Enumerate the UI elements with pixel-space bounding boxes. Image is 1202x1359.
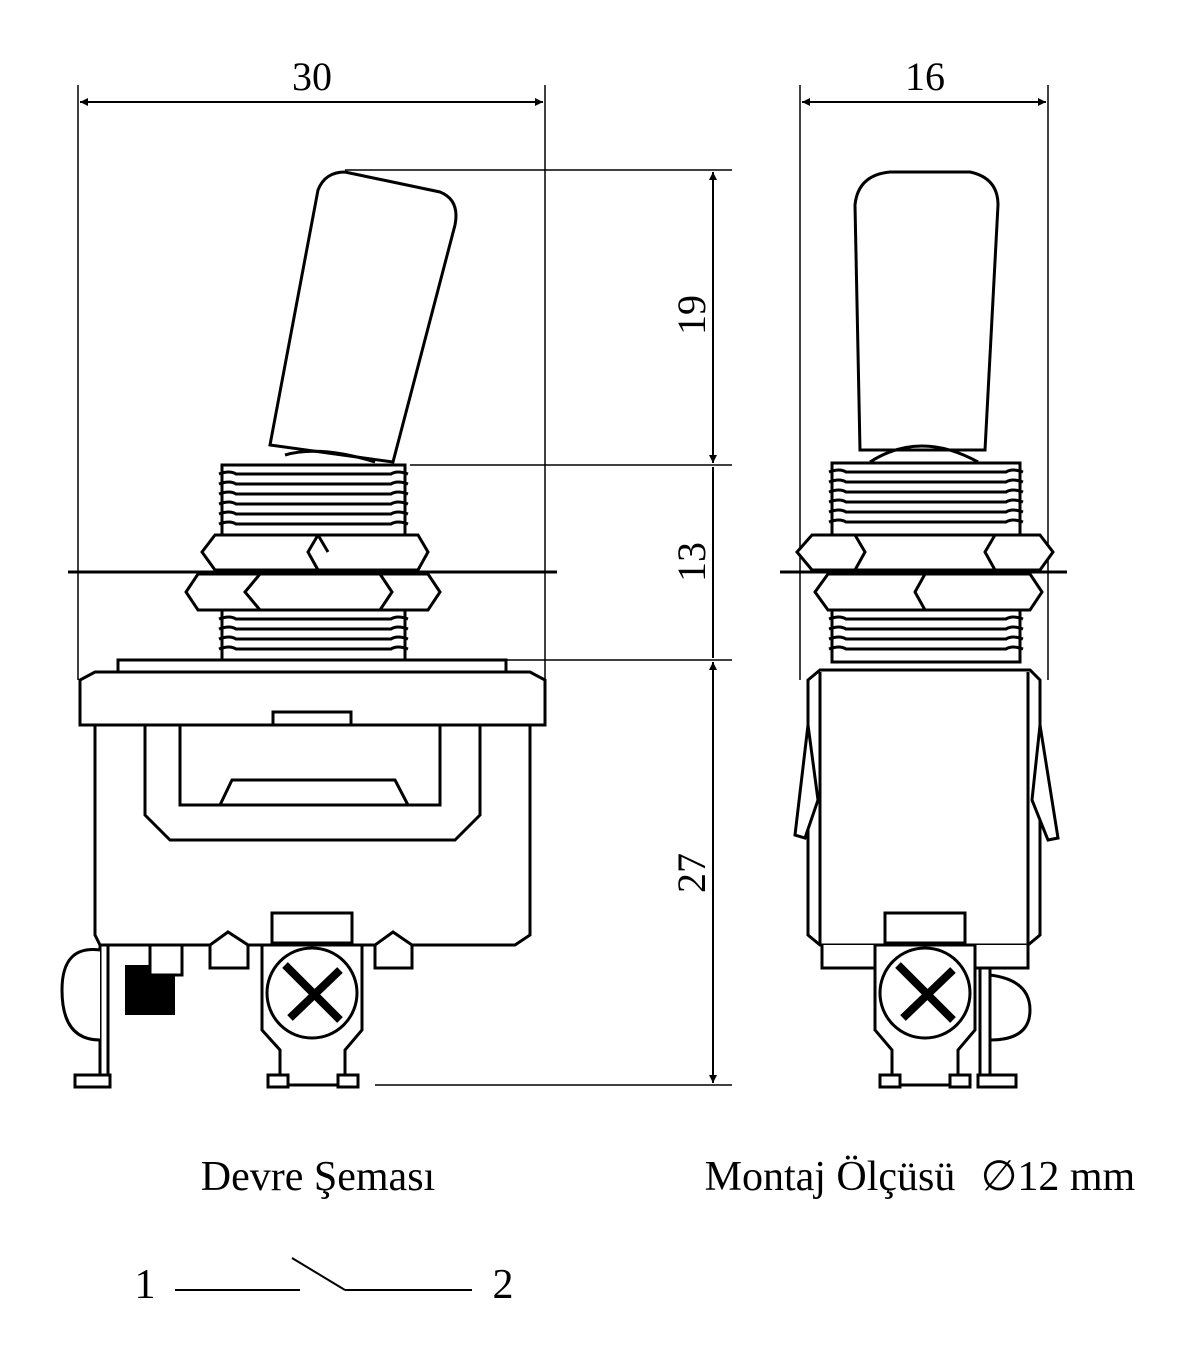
thread-ridge bbox=[828, 625, 1024, 631]
thread-ridge bbox=[218, 500, 409, 506]
thread-ridge bbox=[828, 468, 1024, 474]
switch-contact-icon bbox=[291, 1257, 346, 1291]
thread-ridge bbox=[828, 488, 1024, 494]
dimension-width-front: 30 bbox=[77, 54, 546, 680]
nut-upper-side bbox=[795, 533, 1055, 572]
dimension-label-30: 30 bbox=[292, 54, 332, 99]
caption-circuit-diagram: Devre Şeması bbox=[201, 1154, 435, 1200]
dimension-label-13: 13 bbox=[669, 542, 714, 582]
thread-ridge bbox=[218, 490, 409, 496]
thread-ridge bbox=[828, 645, 1024, 651]
lever-front bbox=[268, 170, 458, 464]
thread-ridge bbox=[218, 635, 409, 641]
thread-ridge bbox=[218, 645, 409, 651]
thread-ridge bbox=[218, 615, 409, 621]
bushing-thread-lower bbox=[218, 608, 409, 662]
lever-side bbox=[853, 170, 1000, 452]
nut-upper-front bbox=[200, 533, 430, 572]
terminal-2-label: 2 bbox=[493, 1262, 514, 1308]
nut-lower-side bbox=[813, 572, 1044, 612]
thread-ridge bbox=[218, 520, 409, 526]
circuit-diagram: 1 2 bbox=[135, 1257, 514, 1308]
thread-ridge bbox=[218, 510, 409, 516]
thread-ridge bbox=[828, 518, 1024, 524]
thread-ridge bbox=[218, 470, 409, 476]
thread-ridge bbox=[828, 498, 1024, 504]
terminal-1-label: 1 bbox=[135, 1262, 156, 1308]
dimension-heights: 19 13 27 bbox=[345, 169, 732, 1086]
thread-ridge bbox=[828, 635, 1024, 641]
thread-ridge bbox=[218, 625, 409, 631]
front-view bbox=[60, 170, 557, 1089]
nut-lower-front bbox=[184, 572, 442, 612]
side-terminal-front bbox=[98, 943, 110, 1077]
bushing-thread-upper-side bbox=[828, 461, 1024, 537]
dimension-label-16: 16 bbox=[905, 54, 945, 99]
dimension-label-19: 19 bbox=[669, 295, 714, 335]
dimension-label-27: 27 bbox=[669, 853, 714, 893]
thread-ridge bbox=[218, 480, 409, 486]
bushing-thread-lower-side bbox=[828, 608, 1024, 664]
thread-ridge bbox=[828, 508, 1024, 514]
bushing-thread-upper bbox=[218, 463, 409, 537]
thread-ridge bbox=[828, 615, 1024, 621]
dimension-width-side: 16 bbox=[799, 54, 1049, 680]
caption-mounting-value: ∅12 mm bbox=[981, 1154, 1136, 1200]
caption-mounting-label: Montaj Ölçüsü bbox=[705, 1154, 956, 1200]
thread-ridge bbox=[828, 478, 1024, 484]
switch-body-side bbox=[806, 668, 1042, 947]
side-view bbox=[780, 170, 1067, 1089]
